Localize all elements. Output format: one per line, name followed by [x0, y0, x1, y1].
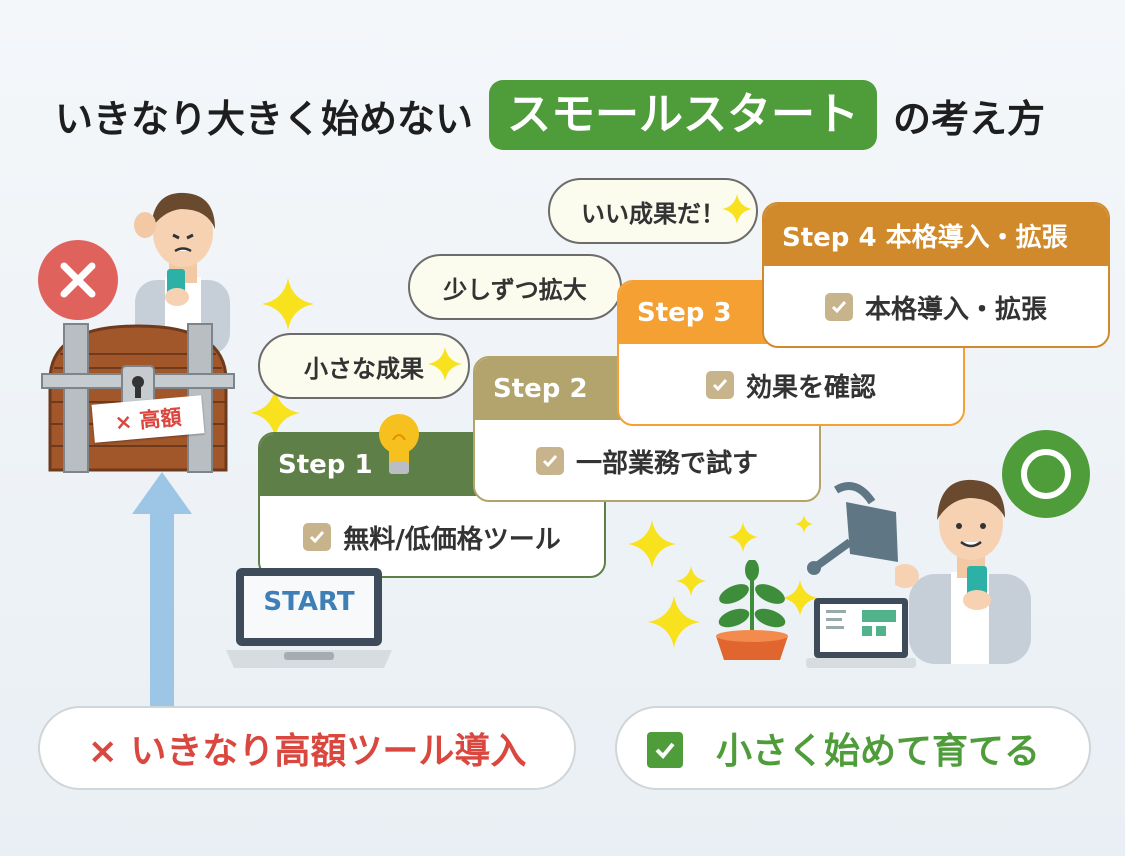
- laptop-illustration: [226, 568, 392, 668]
- up-arrow-icon: [132, 472, 192, 710]
- cross-circle-icon: [38, 240, 118, 320]
- dashboard-laptop-illustration: [806, 598, 916, 668]
- sparkle-icon: [250, 388, 300, 438]
- sparkle-icon: [728, 522, 758, 552]
- sparkle-icon: [782, 580, 818, 616]
- lightbulb-icon: [379, 414, 419, 474]
- sparkle-icon: [428, 347, 462, 381]
- speech-bubble-small-result: 小さな成果: [258, 333, 470, 399]
- bad-approach-pill: × いきなり高額ツール導入: [38, 706, 576, 790]
- title-highlight: スモールスタート: [489, 80, 878, 150]
- title-part1: いきなり大きく始めない: [55, 96, 474, 141]
- good-approach-pill: 小さく始めて育てる: [615, 706, 1091, 790]
- step-header: Step 4 本格導入・拡張: [764, 204, 1108, 266]
- sparkle-icon: [628, 520, 676, 568]
- potted-plant-illustration: [716, 560, 788, 660]
- checkbox-icon: [535, 447, 564, 475]
- watering-can-illustration: [807, 482, 898, 575]
- checkbox-icon: [705, 371, 734, 399]
- laptop-screen-text: START: [263, 587, 355, 617]
- sparkle-icon: [648, 596, 700, 648]
- check-box-icon: [647, 732, 683, 768]
- sparkle-icon: [676, 566, 706, 596]
- happy-person-illustration: [895, 479, 1031, 664]
- page-title: いきなり大きく始めない スモールスタート の考え方: [55, 78, 1045, 152]
- sparkle-icon: [722, 194, 752, 224]
- speech-bubble-gradual-expansion: 少しずつ拡大: [408, 254, 622, 320]
- sparkle-icon: [795, 515, 813, 533]
- sparkle-icon: [262, 278, 314, 330]
- speech-bubble-good-result: いい成果だ！: [548, 178, 758, 244]
- step-card-4: Step 4 本格導入・拡張 本格導入・拡張: [762, 202, 1110, 348]
- checkbox-icon: [824, 293, 853, 321]
- title-part2: の考え方: [893, 96, 1046, 141]
- treasure-chest-illustration: [41, 323, 235, 473]
- circle-ok-icon: [1002, 430, 1090, 518]
- checkbox-icon: [303, 523, 332, 551]
